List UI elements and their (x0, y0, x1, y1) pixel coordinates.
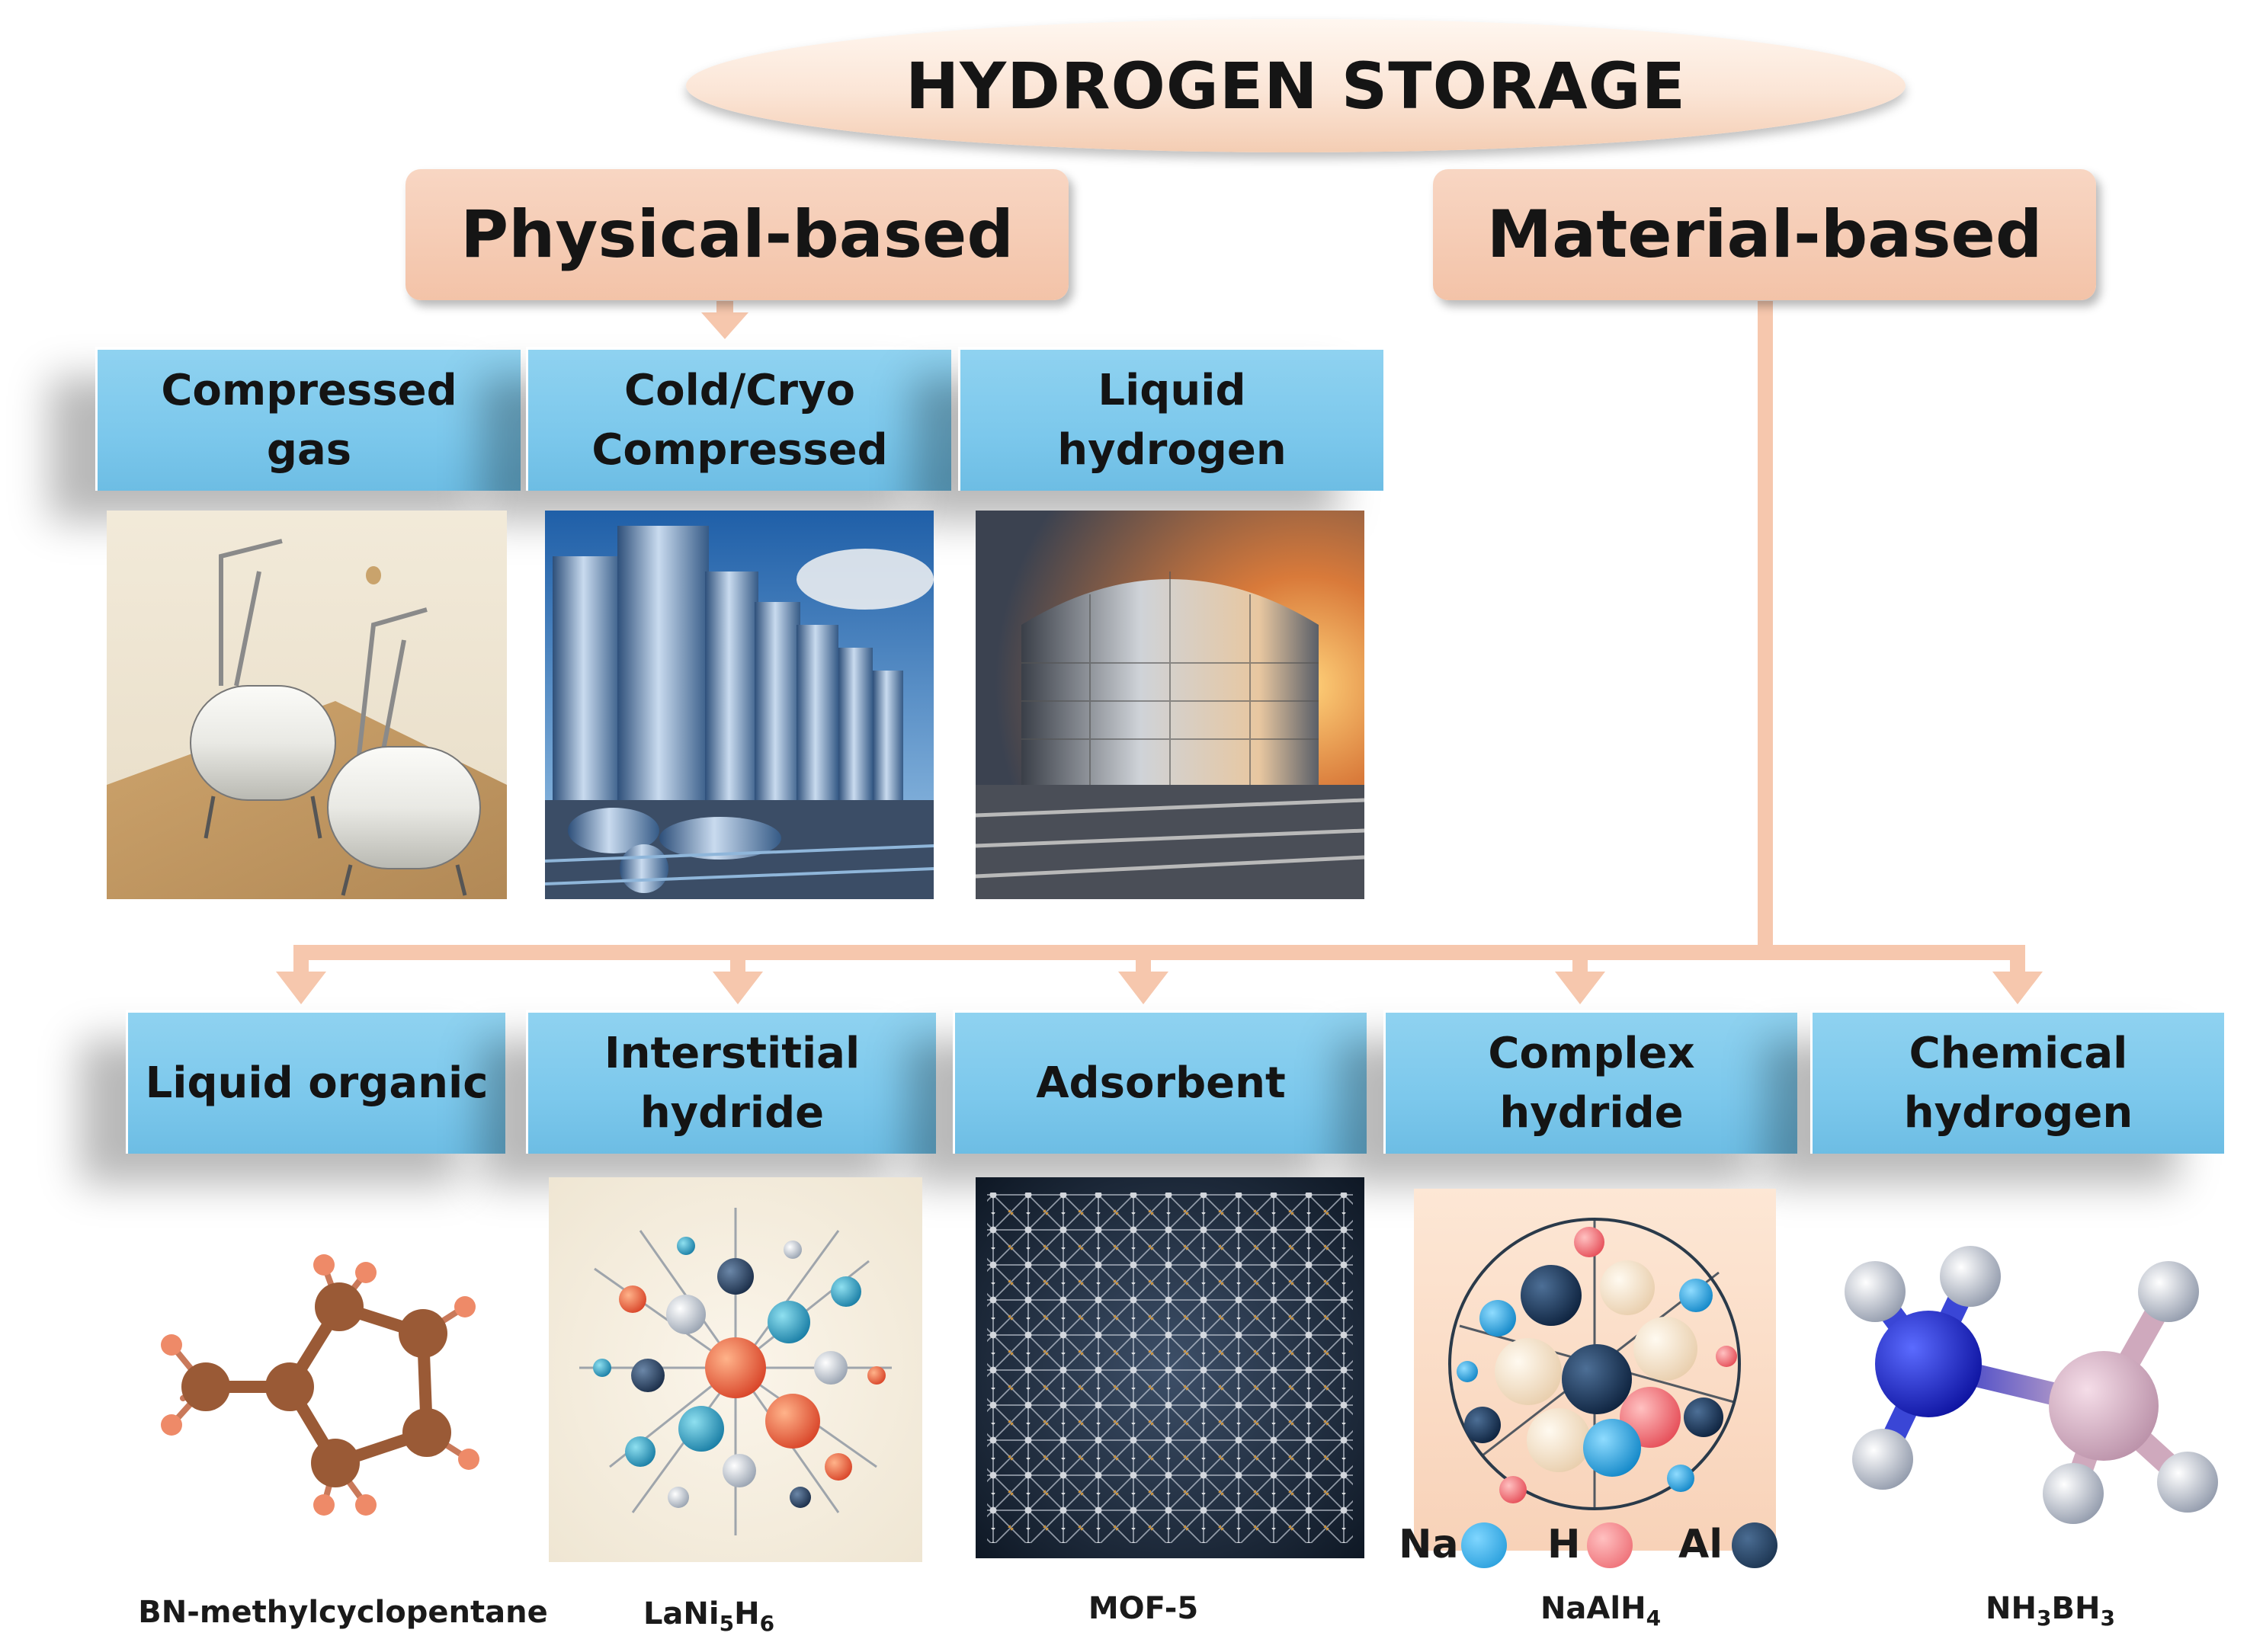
method-box-adsorbent: Adsorbent (953, 1010, 1367, 1154)
legend-label-h: H (1547, 1522, 1581, 1567)
liquid-hydrogen-tank-image (976, 511, 1364, 899)
legend-dot-al (1732, 1522, 1777, 1568)
legend-dot-na (1461, 1522, 1507, 1568)
atom-legend: Na H Al (1399, 1520, 1780, 1574)
mof5-framework-image (976, 1177, 1364, 1558)
bn-methylcyclopentane-molecule (161, 1254, 479, 1516)
naalh4-structure-image (1414, 1189, 1776, 1551)
caption-naalh4: NaAlH4 (1540, 1591, 1662, 1631)
page-title: HYDROGEN STORAGE (686, 19, 1906, 152)
caption-nh3bh3: NH3BH3 (1986, 1591, 2115, 1631)
legend-label-na: Na (1399, 1522, 1459, 1567)
caption-bn-methylcyclopentane: BN-methylcyclopentane (138, 1595, 548, 1630)
method-box-liquid-organic: Liquid organic (126, 1010, 505, 1154)
material-based-box: Material-based (1433, 169, 2096, 300)
caption-mof5: MOF-5 (1088, 1591, 1199, 1626)
legend-label-al: Al (1678, 1522, 1723, 1567)
legend-dot-h (1587, 1522, 1633, 1568)
lani5h6-structure-image (549, 1177, 922, 1562)
nh3bh3-molecule (1845, 1246, 2218, 1524)
compressed-gas-tanks-image (107, 511, 507, 899)
physical-based-box: Physical-based (405, 169, 1069, 300)
caption-lani5h6: LaNi5H6 (643, 1596, 775, 1636)
cryo-compressed-plant-image (545, 511, 934, 899)
